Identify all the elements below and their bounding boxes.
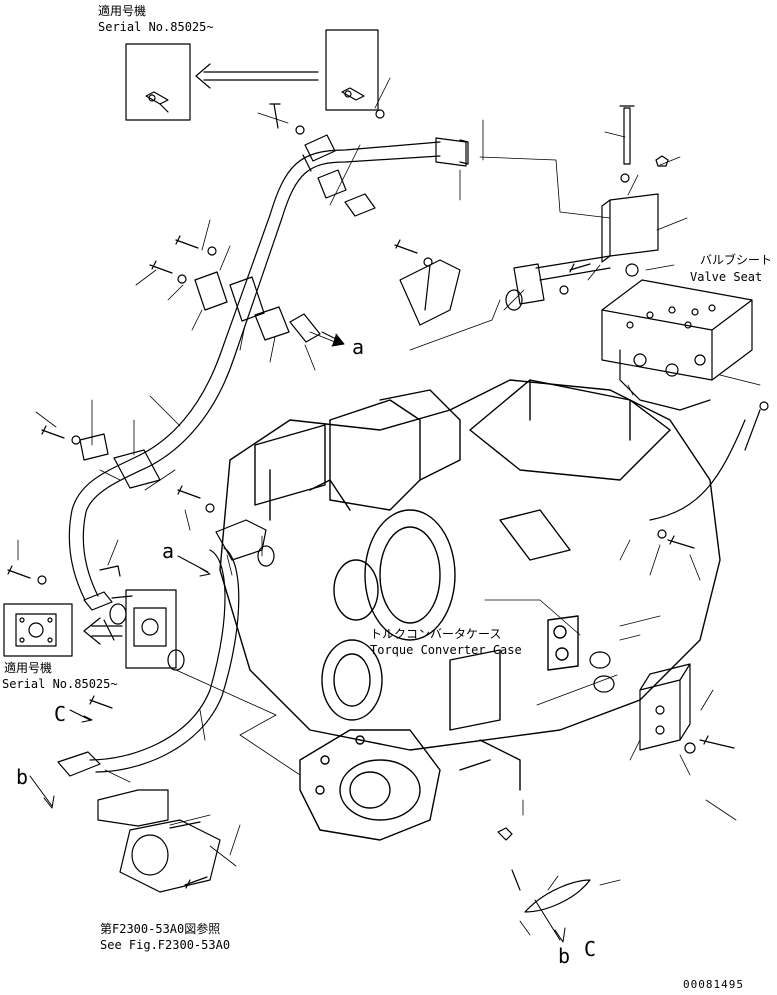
upper-pipe	[140, 138, 468, 466]
applicability-serial-top: Serial No.85025~	[98, 20, 214, 34]
clamps-mid	[195, 272, 320, 342]
marker-b-left: b	[16, 765, 29, 789]
transmission-housing	[220, 380, 720, 790]
applicability-box-top-right	[326, 30, 378, 110]
applicability-serial-left: Serial No.85025~	[2, 677, 118, 691]
pump	[300, 730, 440, 840]
bracket-upper	[400, 260, 460, 325]
torque-converter-label-jp: トルクコンバータケース	[370, 627, 502, 641]
lower-pipe	[58, 455, 266, 776]
arrow-top	[196, 64, 318, 88]
bolts	[8, 104, 734, 890]
strainer	[98, 790, 220, 892]
torque-converter-label-en: Torque Converter Case	[370, 643, 522, 657]
applicability-label-top-jp: 適用号機	[98, 4, 147, 18]
applicability-box-left	[4, 604, 72, 656]
gasket-bottom	[525, 880, 590, 912]
valve-seat-label-en: Valve Seat	[690, 270, 763, 284]
see-fig-label-jp: 第F2300-53A0図参照	[100, 922, 221, 936]
marker-b-bottom: b	[558, 944, 571, 968]
drawing-number: 00081495	[683, 978, 744, 991]
valve-seat-block	[602, 264, 752, 410]
marker-c-bottom: C	[584, 937, 597, 961]
leader-lines	[18, 78, 760, 935]
sensor-hose	[650, 402, 768, 520]
arrow-left	[84, 618, 122, 644]
see-fig-label-en: See Fig.F2300-53A0	[100, 938, 231, 952]
valve-seat-label-jp: バルブシート	[700, 253, 773, 267]
marker-a-right: a	[352, 335, 365, 359]
marker-c-left: C	[54, 702, 67, 726]
applicability-box-top-left	[126, 44, 190, 120]
applicability-label-left-jp: 適用号機	[4, 661, 53, 675]
direction-arrows	[30, 332, 565, 942]
pump-flange-box	[126, 590, 176, 668]
o-rings	[110, 110, 614, 692]
manifold-block	[640, 664, 690, 750]
marker-a-left: a	[162, 539, 175, 563]
clamp-upper	[303, 135, 375, 216]
valve-bracket	[514, 194, 658, 304]
